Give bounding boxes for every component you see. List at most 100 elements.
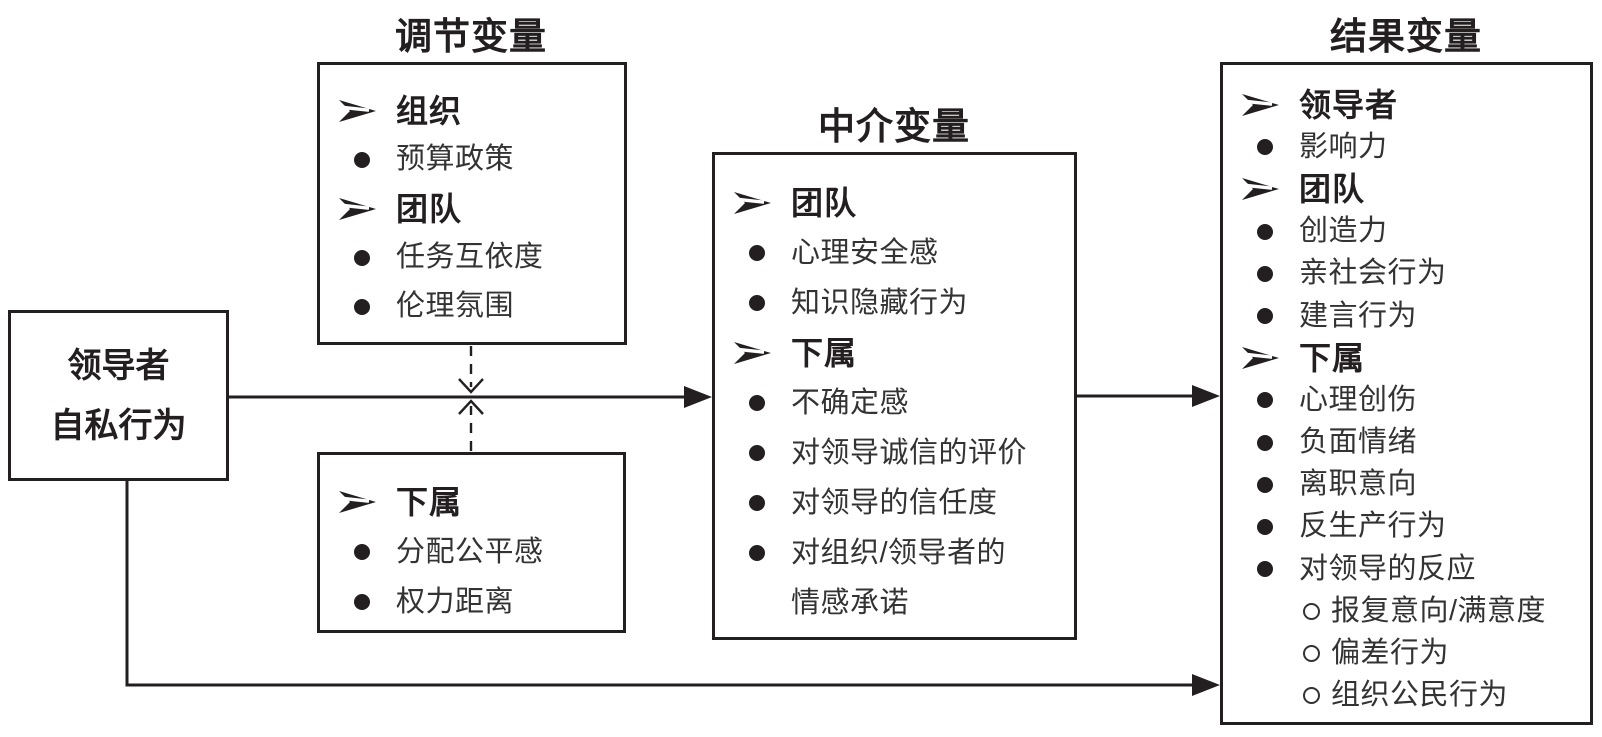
item-marker [1241, 176, 1299, 202]
list-item: 团队 [715, 178, 1074, 228]
item-marker [1241, 265, 1299, 282]
list-item: 知识隐藏行为 [715, 278, 1074, 328]
dart-right-icon [338, 197, 376, 220]
list-item-label: 下属 [1299, 340, 1366, 377]
source-to-outcome-direct-line [125, 481, 1194, 687]
list-item: 离职意向 [1223, 464, 1590, 506]
list-item-label: 对组织/领导者的 [791, 536, 1007, 569]
list-item: 组织 [320, 86, 624, 135]
list-item: 任务互依度 [320, 233, 624, 282]
item-marker [338, 98, 396, 124]
list-item-label: 权力距离 [396, 585, 515, 618]
list-item: 伦理氛围 [320, 282, 624, 331]
list-item-label: 组织 [396, 92, 463, 129]
item-marker [338, 594, 396, 610]
list-item: 影响力 [1223, 126, 1590, 168]
list-item-label: 伦理氛围 [396, 290, 515, 322]
filled-circle-bullet-icon [1257, 223, 1273, 240]
list-item: 报复意向/满意度 [1223, 590, 1590, 632]
item-marker [733, 295, 791, 311]
list-item: 分配公平感 [320, 527, 623, 577]
filled-circle-bullet-icon [1257, 265, 1273, 282]
dart-right-icon [338, 491, 376, 513]
list-item-label: 任务互依度 [396, 241, 544, 273]
list-item: 下属 [1223, 337, 1590, 379]
list-item: 权力距离 [320, 577, 623, 627]
list-item-label: 下属 [791, 335, 858, 371]
source-to-mediator-arrowhead-icon [684, 386, 712, 408]
item-marker [733, 395, 791, 411]
dart-right-icon [1241, 347, 1279, 370]
list-item-label: 情感承诺 [791, 586, 910, 619]
open-circle-bullet-icon [1303, 645, 1320, 663]
item-marker [1303, 687, 1331, 705]
item-marker [338, 298, 396, 315]
item-marker [1241, 518, 1299, 535]
list-item: 对领导的反应 [1223, 548, 1590, 590]
down-open-arrowhead-icon [458, 378, 484, 394]
list-item-label: 创造力 [1299, 215, 1388, 248]
dart-right-icon [1241, 94, 1279, 117]
filled-circle-bullet-icon [1257, 392, 1273, 409]
list-item: 心理安全感 [715, 228, 1074, 278]
list-item: 对组织/领导者的 [715, 528, 1074, 578]
list-item: 预算政策 [320, 135, 624, 184]
item-marker [1241, 308, 1299, 325]
up-open-arrowhead-icon [458, 399, 484, 415]
item-marker [338, 151, 396, 168]
list-item-label: 负面情绪 [1299, 426, 1418, 459]
item-marker [1241, 476, 1299, 493]
item-marker [1303, 645, 1331, 663]
filled-circle-bullet-icon [749, 395, 765, 411]
list-item: 心理创伤 [1223, 379, 1590, 421]
item-marker [1241, 345, 1299, 371]
filled-circle-bullet-icon [1257, 434, 1273, 451]
item-marker [1303, 602, 1331, 620]
filled-circle-bullet-icon [749, 445, 765, 461]
filled-circle-bullet-icon [1257, 476, 1273, 493]
item-marker [733, 545, 791, 561]
list-item-label: 对领导的信任度 [791, 486, 998, 519]
outcome-group-title: 结果变量 [1330, 16, 1482, 57]
list-item: 对领导的信任度 [715, 478, 1074, 528]
item-marker [1241, 392, 1299, 409]
mediator-box: 团队 心理安全感 知识隐藏行为 [712, 152, 1077, 640]
filled-circle-bullet-icon [354, 298, 370, 315]
filled-circle-bullet-icon [749, 545, 765, 561]
moderator-top-list: 组织 预算政策 团队 [320, 65, 624, 331]
list-item: 反生产行为 [1223, 506, 1590, 548]
filled-circle-bullet-icon [1257, 518, 1273, 535]
item-marker [733, 245, 791, 261]
item-marker [1241, 139, 1299, 156]
filled-circle-bullet-icon [1257, 139, 1273, 156]
list-item: 团队 [1223, 168, 1590, 210]
moderator-bottom-box: 下属 分配公平感 权力距离 [317, 452, 626, 633]
list-item: 组织公民行为 [1223, 675, 1590, 717]
item-marker [733, 190, 791, 216]
list-item-label: 建言行为 [1299, 299, 1418, 332]
filled-circle-bullet-icon [354, 594, 370, 610]
list-item-label: 对领导的反应 [1299, 552, 1477, 585]
item-marker [733, 340, 791, 366]
dart-right-icon [733, 192, 771, 214]
mediator-group-title: 中介变量 [818, 106, 970, 147]
list-item-label: 心理创伤 [1299, 383, 1418, 416]
list-item-label: 亲社会行为 [1299, 257, 1447, 290]
item-marker [733, 445, 791, 461]
filled-circle-bullet-icon [354, 249, 370, 266]
list-item: 不确定感 [715, 378, 1074, 428]
outcome-list: 领导者 影响力 团队 [1223, 65, 1590, 717]
item-marker [733, 495, 791, 511]
moderator-top-box: 组织 预算政策 团队 [317, 62, 627, 345]
filled-circle-bullet-icon [749, 245, 765, 261]
mediator-to-outcome-arrowhead-icon [1192, 385, 1220, 407]
list-item-label: 对领导诚信的评价 [791, 436, 1028, 469]
list-item-label: 预算政策 [396, 143, 515, 175]
open-circle-bullet-icon [1303, 687, 1320, 705]
list-item: 情感承诺 [715, 578, 1074, 628]
source-to-outcome-arrowhead-icon [1192, 674, 1220, 696]
list-item-label: 组织公民行为 [1331, 679, 1509, 712]
list-item-label: 知识隐藏行为 [791, 286, 969, 319]
